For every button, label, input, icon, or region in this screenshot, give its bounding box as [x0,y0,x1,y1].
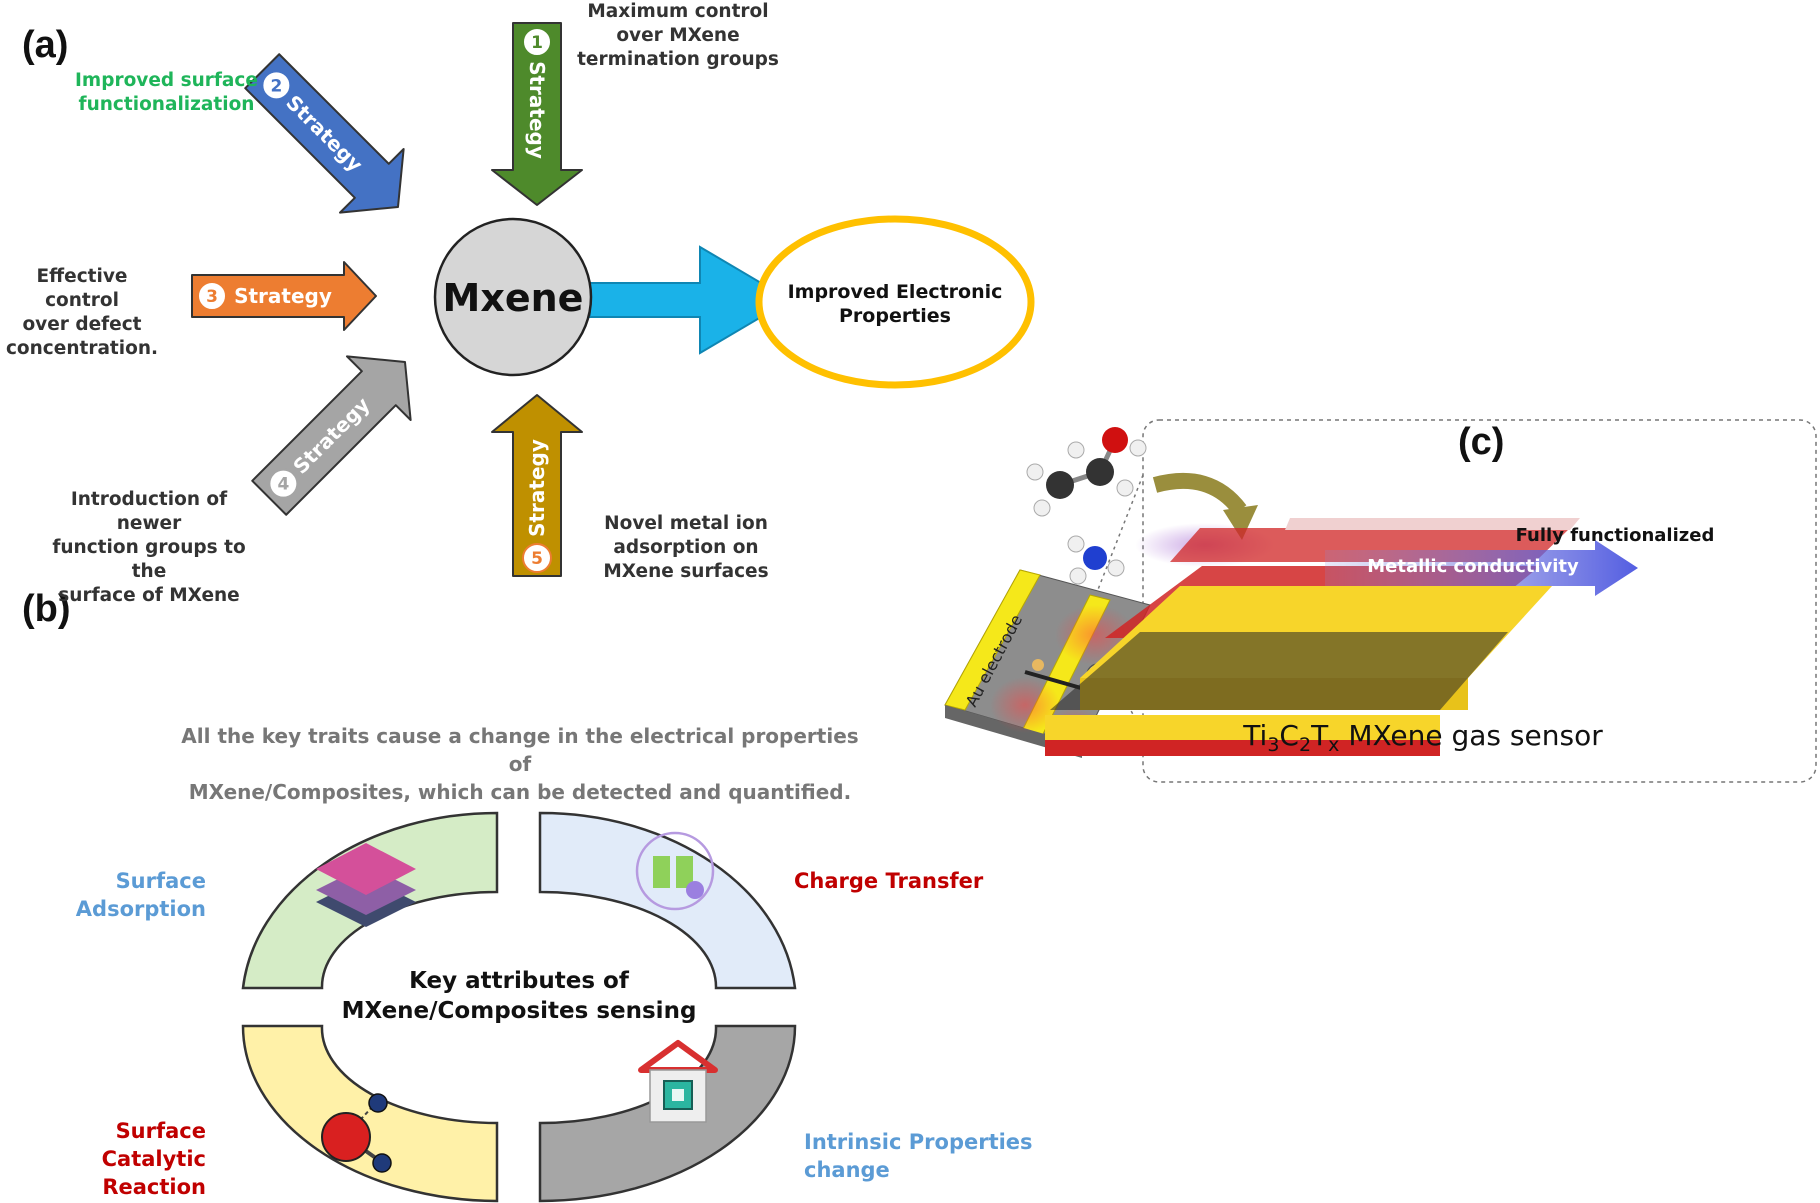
annotation-2-line-1: Improved surface [75,70,258,91]
sensor-title: Ti3C2Tx MXene gas sensor [1242,719,1603,756]
molecule-icon [321,1093,392,1173]
sensor-title-sub-x: x [1328,734,1339,756]
strategy-word-5: Strategy [525,439,549,537]
sensor-title-ti: Ti [1242,719,1267,752]
annotation-3-line-1: Effective control [36,266,128,311]
annotation-strategy-4: Introduction of newer function groups to… [38,488,260,608]
metallic-conductivity-label: Metallic conductivity [1367,556,1579,577]
center-title-line1: Key attributes of [409,968,630,994]
annotation-5-line-3: MXene surfaces [603,561,769,582]
gas-sensor-illustration: Au electrode Metallic conductivity Ful [944,419,1817,783]
strategy-arrow-5: 5 Strategy [491,394,583,577]
caption-line-2: MXene/Composites, which can be detected … [188,780,852,804]
key-attributes-diagram: Key attributes of MXene/Composites sensi… [241,811,797,1203]
strategy-word-3: Strategy [234,284,332,308]
zoom-frame [1142,419,1817,783]
label-surface-catalytic: Surface Catalytic Reaction [10,1117,206,1201]
charge-transfer-line-1: Charge Transfer [794,869,984,893]
target-label-line2: Properties [839,305,951,327]
annotation-strategy-5: Novel metal ion adsorption on MXene surf… [600,512,772,584]
strategy-arrow-1: 1 Strategy [491,22,583,206]
sensor-title-c: C [1279,719,1299,752]
surface-adsorption-line-2: Adsorption [75,897,206,921]
house-chip-icon [638,1040,718,1123]
strategy-diagram: Improved Electronic Properties Mxene 1 S… [191,22,1035,577]
annotation-3-line-3: concentration. [5,338,159,359]
quadrant-surface-catalytic [241,1024,499,1203]
intrinsic-line-1: Intrinsic Properties [804,1130,1033,1154]
fully-functionalized-label: Fully functionalized [1516,525,1715,546]
strategy-number-1: 1 [531,33,543,53]
strategy-number-2: 2 [270,76,282,96]
annotation-4-line-3: surface of MXene [58,585,240,606]
annotation-1-line-3: termination groups [577,49,779,70]
strategy-arrow-4: 4 Strategy [251,355,412,516]
panel-label-b: (b) [22,588,71,630]
center-title-line2: MXene/Composites sensing [342,998,697,1024]
annotation-strategy-1: Maximum control over MXene termination g… [570,0,786,72]
annotation-5-line-1: Novel metal ion [604,513,768,534]
surface-adsorption-line-1: Surface [115,869,206,893]
intrinsic-line-2: change [804,1158,890,1182]
label-intrinsic: Intrinsic Properties change [804,1128,1034,1184]
annotation-2-line-2: functionalization [78,94,255,115]
adsorption-arrow [1152,472,1247,516]
strategy-number-5: 5 [531,549,543,569]
annotation-4-line-1: Introduction of newer [70,489,228,534]
label-charge-transfer: Charge Transfer [794,867,994,895]
panel-label-c: (c) [1458,421,1505,463]
target-label-line1: Improved Electronic [788,281,1003,303]
mxene-circle [433,217,593,377]
mxene-slab: Metallic conductivity [1045,518,1638,756]
caption-line-1: All the key traits cause a change in the… [181,724,859,776]
strategy-number-4: 4 [277,475,289,495]
annotation-5-line-2: adsorption on [613,537,759,558]
annotation-strategy-2: Improved surface functionalization [70,69,263,117]
sensor-title-sub-2: 2 [1299,734,1311,756]
label-surface-adsorption: Surface Adsorption [64,867,206,923]
target-ellipse [755,215,1035,389]
surface-catalytic-line-2: Reaction [102,1175,206,1199]
surface-catalytic-line-1: Surface Catalytic [101,1119,206,1171]
panel-label-a: (a) [22,24,69,66]
output-arrow [589,245,792,355]
strategy-word-1: Strategy [525,61,549,159]
strategy-number-3: 3 [206,287,218,307]
ammonia-molecule [1067,535,1125,585]
ethanol-molecule [1026,427,1147,517]
annotation-strategy-3: Effective control over defect concentrat… [0,265,164,361]
mxene-label: Mxene [443,276,584,320]
annotation-1-line-2: over MXene [616,25,740,46]
layers-icon [316,843,416,927]
sensor-title-t: T [1310,719,1329,752]
charge-transfer-icon [635,831,715,911]
panel-b-caption: All the key traits cause a change in the… [180,722,860,806]
sensor-title-rest: MXene gas sensor [1339,719,1603,752]
annotation-1-line-1: Maximum control [587,1,769,22]
annotation-3-line-2: over defect [22,314,142,335]
sensor-title-sub-3: 3 [1267,734,1279,756]
annotation-4-line-2: function groups to the [52,537,246,582]
quadrant-charge-transfer [538,811,797,990]
strategy-arrow-3: 3 Strategy [191,261,377,331]
